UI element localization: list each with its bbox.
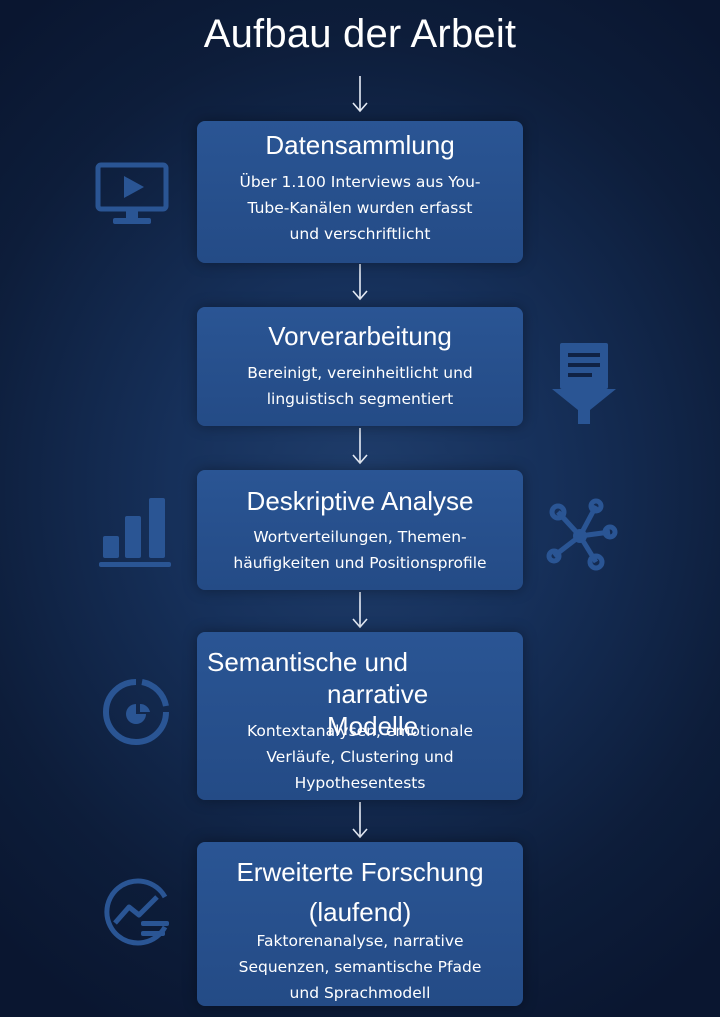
diagram-title: Aufbau der Arbeit <box>203 12 517 56</box>
step-description: Faktorenanalyse, narrative Sequenzen, se… <box>238 932 482 1002</box>
step-title: Vorverarbeitung <box>268 321 452 351</box>
flow-arrow <box>352 592 368 629</box>
step-box-vorverarbeitung: Vorverarbeitung Bereinigt, vereinheitlic… <box>197 307 523 426</box>
step-description: Wortverteilungen, Themen- häufigkeiten u… <box>233 528 487 572</box>
step-description: Bereinigt, vereinheitlicht und linguisti… <box>247 364 473 408</box>
monitor-play-icon <box>95 162 169 224</box>
step-description: Über 1.100 Interviews aus You- Tube-Kanä… <box>239 173 481 243</box>
step-description: Kontextanalysen, emotionale Verläufe, Cl… <box>246 722 474 792</box>
donut-chart-icon <box>103 679 169 745</box>
step-title: Datensammlung <box>265 130 455 160</box>
flow-arrow <box>352 428 368 465</box>
step-title-line-1: Erweiterte Forschung <box>236 857 484 887</box>
flow-arrow <box>352 802 368 839</box>
step-box-deskriptive-analyse: Deskriptive Analyse Wortverteilungen, Th… <box>197 470 523 590</box>
trend-line-icon <box>104 878 169 946</box>
step-title-line-2: narrative Modelle <box>327 679 429 741</box>
step-box-erweiterte-forschung: Erweiterte Forschung (laufend) Faktorena… <box>197 842 523 1006</box>
step-title: Deskriptive Analyse <box>246 486 474 516</box>
step-title-line-2: (laufend) <box>308 897 412 927</box>
flow-arrow <box>352 76 368 113</box>
network-nodes-icon <box>546 498 618 571</box>
document-filter-icon <box>552 343 616 424</box>
step-title-line-1: Semantische und <box>207 647 408 677</box>
step-box-datensammlung: Datensammlung Über 1.100 Interviews aus … <box>197 121 523 263</box>
bar-chart-icon <box>99 498 171 567</box>
step-box-semantische-modelle: Semantische und narrative Modelle Kontex… <box>197 632 523 800</box>
flow-arrow <box>352 264 368 301</box>
